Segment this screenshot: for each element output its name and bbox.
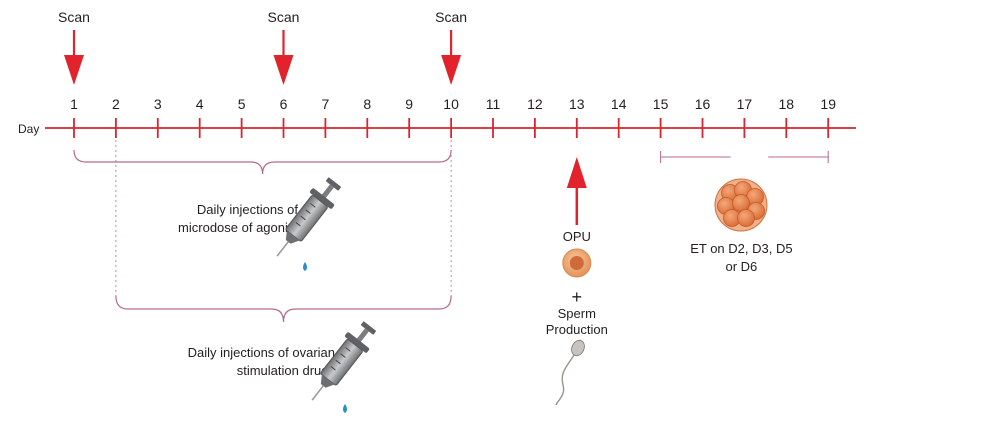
et-label-line1: ET on D2, D3, D5 [690, 241, 792, 256]
day-number: 1 [70, 96, 78, 112]
day-number: 10 [443, 96, 459, 112]
day-number: 15 [653, 96, 669, 112]
stimulation-label-line1: Daily injections of ovarian [188, 345, 335, 360]
drop-icon [303, 262, 307, 271]
scan-arrow-head [64, 55, 84, 85]
day-number: 9 [405, 96, 413, 112]
embryo-cell [737, 209, 755, 227]
day-number: 14 [611, 96, 627, 112]
plus-sign: + [572, 287, 583, 307]
timeline-axis-label: Day [18, 122, 39, 136]
scan-markers: Scan Scan Scan [58, 9, 467, 85]
day-number: 2 [112, 96, 120, 112]
et-label-line2: or D6 [726, 259, 758, 274]
agonist-label-line2: microdose of agonist [178, 220, 298, 235]
oocyte-icon [562, 248, 592, 278]
scan-arrow-head [441, 55, 462, 85]
day-number: 8 [363, 96, 371, 112]
drop-icon [343, 404, 347, 413]
agonist-bracket [73, 149, 452, 175]
embryo-icon [714, 178, 768, 232]
sperm-label-line2: Production [546, 322, 608, 337]
day-number: 7 [322, 96, 330, 112]
day-number: 11 [486, 96, 501, 112]
scan-arrow-head [273, 55, 294, 85]
day-number: 13 [569, 96, 585, 112]
day-number: 19 [820, 96, 836, 112]
et-range [660, 151, 829, 163]
day-number: 4 [196, 96, 204, 112]
opu-arrow [566, 157, 587, 225]
scan-label: Scan [435, 9, 467, 25]
embryo-cell [732, 194, 750, 212]
opu-label: OPU [563, 229, 591, 244]
day-number: 3 [154, 96, 162, 112]
sperm-label-line1: Sperm [558, 306, 596, 321]
scan-label: Scan [58, 9, 90, 25]
agonist-label-line1: Daily injections of [197, 202, 299, 217]
scan-label: Scan [268, 9, 300, 25]
day-ticks [73, 118, 830, 138]
day-number: 17 [737, 96, 753, 112]
day-number: 12 [527, 96, 543, 112]
day-number: 18 [779, 96, 795, 112]
day-number: 16 [695, 96, 711, 112]
stimulation-label-line2: stimulation drugs [237, 363, 336, 378]
day-number: 6 [280, 96, 288, 112]
day-number: 5 [238, 96, 246, 112]
sperm-icon [555, 339, 585, 406]
stimulation-bracket [115, 295, 452, 323]
